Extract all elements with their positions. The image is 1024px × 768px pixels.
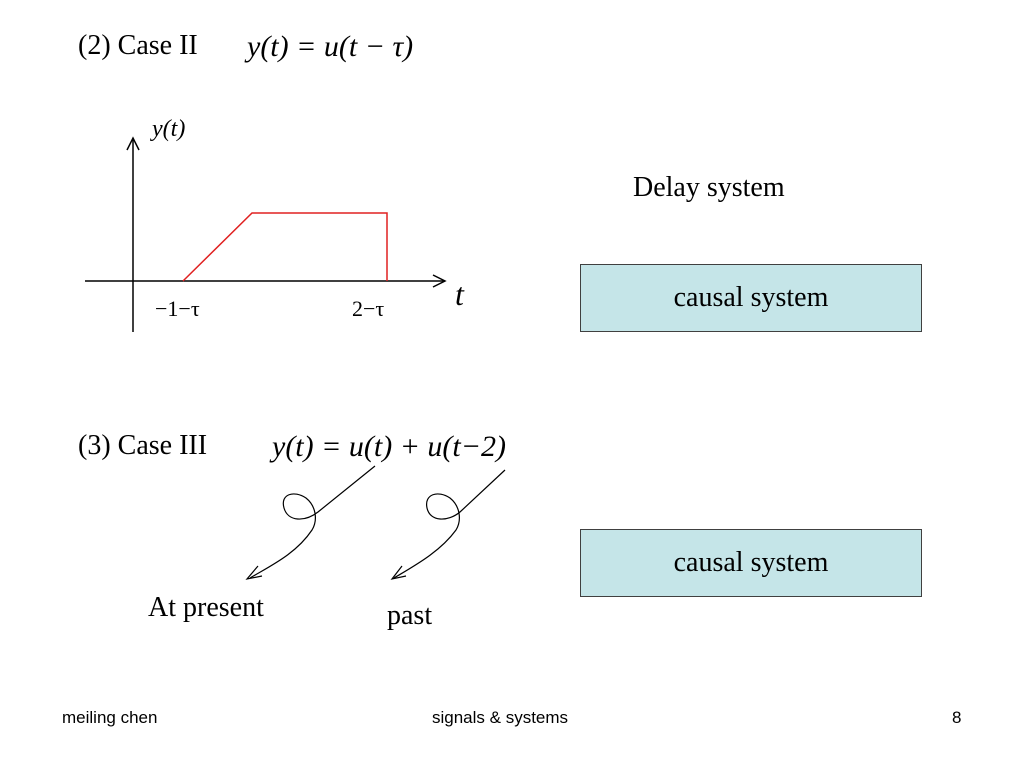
footer-author: meiling chen bbox=[62, 708, 158, 727]
causal-system-box-2: causal system bbox=[580, 529, 922, 597]
case3-label: (3) Case III bbox=[78, 430, 208, 461]
footer-course: signals & systems bbox=[432, 708, 569, 727]
tick-right-label: 2−τ bbox=[352, 296, 385, 321]
tick-left-label: −1−τ bbox=[155, 296, 200, 321]
x-axis-label: t bbox=[455, 276, 464, 312]
x-axis-arrow bbox=[432, 274, 447, 288]
past-annotation: past bbox=[387, 600, 433, 631]
y-axis-arrow bbox=[126, 136, 140, 151]
causal-system-box-1: causal system bbox=[580, 264, 922, 332]
case2-equation: y(t) = u(t − τ) bbox=[247, 30, 414, 63]
case2-label: (2) Case II bbox=[78, 30, 198, 61]
footer-page-number: 8 bbox=[952, 708, 962, 727]
at-present-annotation: At present bbox=[148, 592, 264, 623]
past-arrow-curve bbox=[393, 469, 506, 579]
present-arrow-curve bbox=[249, 465, 376, 579]
delay-system-text: Delay system bbox=[633, 172, 785, 203]
signal-curve bbox=[182, 212, 388, 282]
past-arrow-head bbox=[390, 565, 407, 580]
present-arrow-head bbox=[245, 565, 263, 580]
case3-equation: y(t) = u(t) + u(t−2) bbox=[272, 430, 506, 463]
y-axis-label: y(t) bbox=[152, 116, 186, 142]
